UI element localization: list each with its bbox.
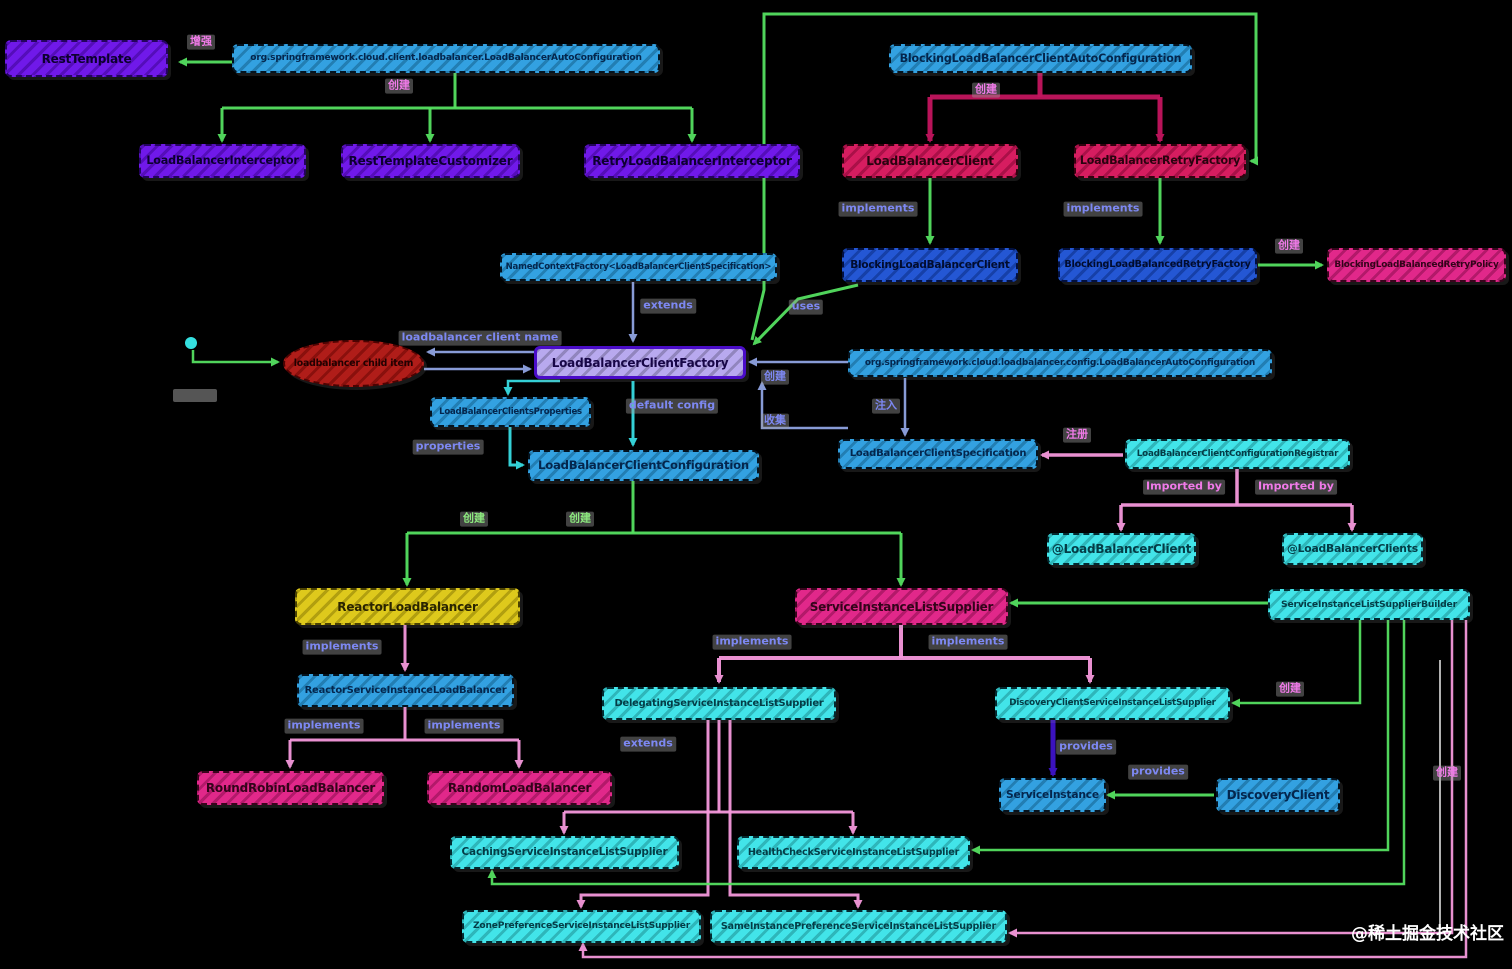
edge (750, 12, 1258, 341)
edge (752, 283, 859, 346)
edge (1008, 620, 1454, 938)
unreadable-gray-label (173, 389, 217, 402)
edge (971, 620, 1390, 855)
edge (508, 427, 525, 470)
edge (757, 381, 848, 430)
edge (576, 720, 710, 909)
edge (487, 620, 1406, 886)
edge (728, 720, 863, 909)
watermark: @稀土掘金技术社区 (1351, 924, 1504, 944)
edge (191, 350, 280, 367)
edge (503, 379, 560, 396)
edge (578, 620, 1468, 959)
start-dot-icon (185, 337, 197, 349)
edge (1231, 620, 1362, 708)
